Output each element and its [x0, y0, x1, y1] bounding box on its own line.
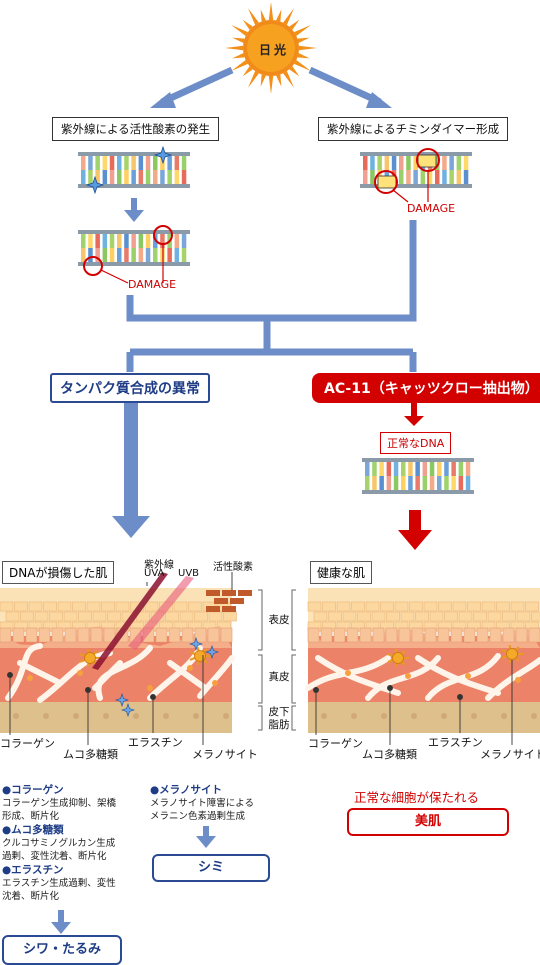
- uva-label: UVA: [144, 568, 165, 579]
- damaged-skin-illustration: [0, 588, 237, 733]
- sun-icon: [225, 2, 317, 94]
- elastin-label-right: エラスチン: [428, 736, 483, 749]
- bihada-outcome: 美肌: [347, 808, 509, 836]
- melano-label-left: メラノサイト: [192, 748, 258, 761]
- uv-label: 紫外線: [144, 560, 174, 571]
- right-top-title: 紫外線によるチミンダイマー形成: [318, 117, 509, 141]
- muco-label-right: ムコ多糖類: [362, 748, 417, 761]
- ros-label: 活性酸素: [213, 562, 253, 573]
- melano-label-right: メラノサイト: [480, 748, 540, 761]
- notes-left: ●コラーゲン コラーゲン生成抑制、架橋 形成、断片化 ●ムコ多糖類 クルコサミノ…: [2, 784, 117, 902]
- collagen-label-left: コラーゲン: [0, 737, 55, 750]
- oxygen-star-icon: [205, 645, 219, 659]
- notes-melanocyte: ●メラノサイト メラノサイト障害による メラニン色素過剰生成: [150, 784, 255, 822]
- oxygen-star-icon: [153, 145, 173, 165]
- subcutis-label-2: 脂肪: [268, 719, 290, 731]
- left-damage-label: DAMAGE: [128, 278, 177, 291]
- right-damage-label: DAMAGE: [407, 202, 456, 215]
- muco-label-left: ムコ多糖類: [63, 748, 118, 761]
- dermis-label: 真皮: [268, 671, 290, 683]
- left-top-title: 紫外線による活性酸素の発生: [52, 117, 220, 141]
- epidermis-label: 表皮: [268, 614, 290, 626]
- oxygen-star-icon: [121, 703, 135, 717]
- sun-label: 日光: [259, 43, 290, 57]
- dna-strand-left-1: [78, 152, 190, 188]
- wrinkle-outcome: シワ・たるみ: [2, 935, 122, 965]
- protein-abnormality-box: タンパク質合成の異常: [50, 373, 210, 403]
- oxygen-star-icon: [115, 693, 129, 707]
- oxygen-star-icon: [189, 637, 203, 651]
- damaged-skin-title: DNAが損傷した肌: [2, 561, 115, 584]
- ros-bricks: [206, 590, 252, 612]
- uvb-label: UVB: [178, 568, 200, 579]
- healthy-cells-text: 正常な細胞が保たれる: [354, 790, 480, 805]
- shimi-outcome: シミ: [152, 854, 270, 882]
- dna-strand-left-2: [78, 230, 190, 266]
- healthy-skin-illustration: [305, 588, 540, 733]
- ac11-box: AC-11（キャッツクロー抽出物）: [312, 373, 540, 403]
- dna-strand-normal: [362, 458, 474, 494]
- layer-brackets-left: [258, 589, 296, 731]
- dna-strand-right-1: [360, 152, 472, 188]
- elastin-label-left: エラスチン: [128, 736, 183, 749]
- subcutis-label-1: 皮下: [268, 706, 290, 718]
- collagen-label-right: コラーゲン: [308, 737, 363, 750]
- normal-dna-label: 正常なDNA: [380, 432, 452, 454]
- healthy-skin-title: 健康な肌: [310, 561, 373, 584]
- oxygen-star-icon: [85, 175, 105, 195]
